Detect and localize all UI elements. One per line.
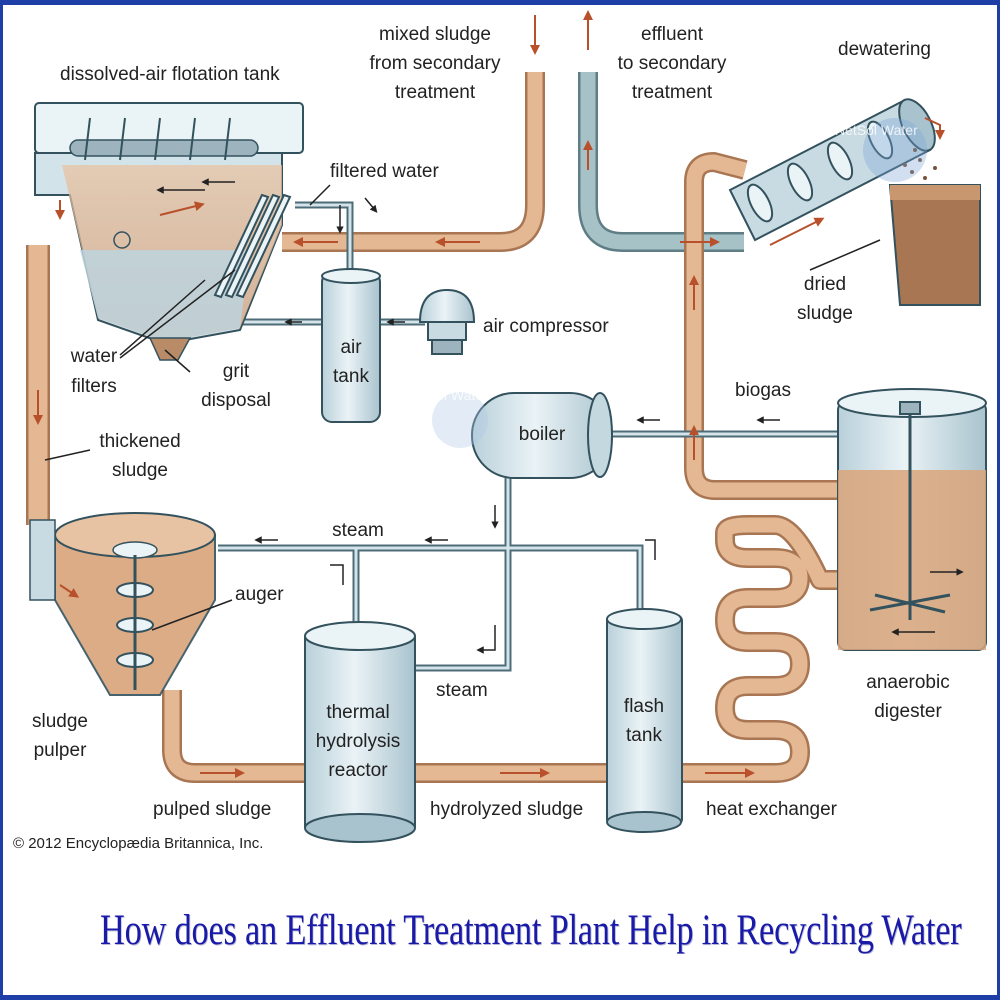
label-boiler: boiler [519,424,566,445]
label-grit-disposal-1: grit [223,361,250,382]
label-flash-tank-1: flash [624,696,664,717]
label-water-filters-2: filters [71,376,116,397]
boiler-unit [471,392,613,479]
label-auger: auger [235,584,284,605]
label-dewatering: dewatering [838,39,931,60]
label-daf-tank: dissolved-air flotation tank [60,64,280,85]
copyright-notice: © 2012 Encyclopædia Britannica, Inc. [13,835,263,852]
flow-arrows [33,10,780,778]
sludge-pipes [26,72,840,783]
label-reactor-2: hydrolysis [316,731,400,752]
dried-sludge-bin [888,148,981,306]
label-sludge-pulper-1: sludge [32,711,88,732]
watermark-text-mid: NetSol Water [405,387,488,403]
label-dried-sludge-2: sludge [797,303,853,324]
label-air-tank-1: air [340,337,362,358]
label-dried-sludge-1: dried [804,274,846,295]
label-flash-tank-2: tank [626,725,662,746]
air-tank [321,268,381,423]
label-air-compressor: air compressor [483,316,609,337]
anaerobic-digester-tank [837,388,987,651]
air-compressor-unit [418,288,476,355]
boiler-steam-pipe [412,478,512,672]
sludge-pulper-tank [29,512,216,696]
label-reactor-1: thermal [326,702,389,723]
label-digester-1: anaerobic [866,672,949,693]
watermark-text-top: NetSol Water [835,122,918,138]
label-thickened-sludge-1: thickened [99,431,180,452]
label-steam-top: steam [332,520,384,541]
label-mixed-sludge-2: from secondary [370,53,501,74]
label-filtered-water: filtered water [330,161,439,182]
leader-lines [44,184,881,631]
label-sludge-pulper-2: pulper [34,740,87,761]
label-hydrolyzed-sludge: hydrolyzed sludge [430,799,583,820]
label-water-filters-1: water [70,346,118,367]
label-digester-2: digester [874,701,942,722]
label-thickened-sludge-2: sludge [112,460,168,481]
water-filter-plates [213,193,292,299]
thermal-hydrolysis-reactor-tank [304,621,416,843]
label-effluent-2: to secondary [618,53,727,74]
dissolved-air-flotation-tank [34,102,304,361]
label-mixed-sludge-3: treatment [395,82,476,103]
page-heading: How does an Effluent Treatment Plant Hel… [100,907,962,954]
label-biogas: biogas [735,380,791,401]
label-grit-disposal-2: disposal [201,390,271,411]
netsol-watermark [432,118,927,448]
label-air-tank-2: tank [333,366,369,387]
pulped-sludge-pipe [162,690,305,783]
label-effluent-3: treatment [632,82,713,103]
label-mixed-sludge-1: mixed sludge [379,24,491,45]
label-steam-lower: steam [436,680,488,701]
label-heat-exchanger: heat exchanger [706,799,838,820]
dewatering-screw [728,98,945,246]
label-effluent-1: effluent [641,24,704,45]
flash-tank-vessel [606,608,683,833]
label-reactor-3: reactor [328,760,388,781]
label-pulped-sludge: pulped sludge [153,799,271,820]
